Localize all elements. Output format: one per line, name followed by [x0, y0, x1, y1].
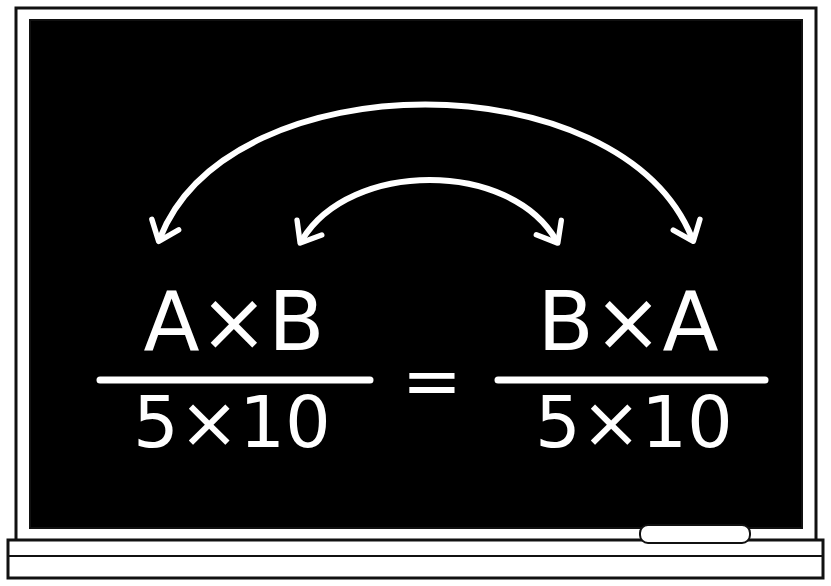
numerator-expression: A×B — [143, 281, 324, 363]
equals-sign: = — [402, 344, 462, 416]
denominator-expression: 5×10 — [133, 386, 331, 458]
swap-arrow — [160, 105, 692, 239]
chalk-piece — [640, 525, 750, 543]
board-surface — [30, 20, 802, 528]
swap-arrow — [302, 180, 556, 240]
board-frame — [16, 8, 816, 543]
denominator-expression: 5×10 — [535, 386, 733, 458]
fraction-bar — [498, 377, 765, 384]
numerator-expression: B×A — [537, 281, 718, 363]
chalk-tray — [8, 540, 823, 578]
fraction-bar — [100, 377, 370, 384]
tray-edge — [8, 555, 823, 557]
